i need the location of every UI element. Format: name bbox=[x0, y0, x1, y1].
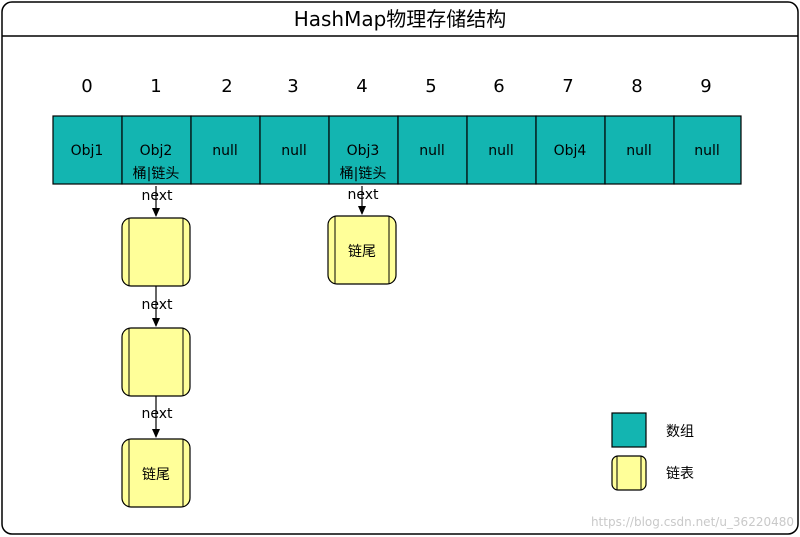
array-cell-0 bbox=[52, 115, 123, 185]
array-cell-3 bbox=[259, 115, 330, 185]
array-cell-4 bbox=[328, 115, 399, 185]
legend-array-label: 数组 bbox=[666, 424, 694, 440]
legend-list-label: 链表 bbox=[666, 466, 694, 482]
index-label: 9 bbox=[700, 76, 711, 97]
diagram-title: HashMap物理存储结构 bbox=[294, 7, 507, 31]
cell-label: null bbox=[488, 143, 514, 159]
list-node-tail: 链尾 bbox=[121, 438, 191, 508]
cell-label: Obj2 bbox=[140, 143, 173, 159]
array-row: Obj1 Obj2 桶|链头 null null Obj3 桶|链头 null … bbox=[52, 115, 742, 185]
chain-bucket-4: next 链尾 bbox=[327, 186, 397, 285]
legend-list-swatch bbox=[611, 455, 647, 491]
cell-label: null bbox=[281, 143, 307, 159]
next-label: next bbox=[141, 297, 173, 313]
list-node bbox=[121, 217, 191, 287]
array-cell-8 bbox=[604, 115, 675, 185]
next-label: next bbox=[141, 406, 173, 422]
array-cell-2 bbox=[190, 115, 261, 185]
array-cell-6 bbox=[466, 115, 537, 185]
cell-sublabel: 桶|链头 bbox=[340, 166, 387, 182]
index-label: 7 bbox=[562, 76, 573, 97]
cell-label: null bbox=[212, 143, 238, 159]
cell-label: Obj4 bbox=[554, 143, 587, 159]
chain-bucket-1: next next next 链尾 bbox=[121, 186, 191, 508]
node-label: 链尾 bbox=[142, 467, 170, 483]
cell-label: null bbox=[694, 143, 720, 159]
next-label: next bbox=[141, 188, 173, 204]
array-cell-9 bbox=[673, 115, 742, 185]
index-label: 0 bbox=[81, 76, 92, 97]
array-cell-1 bbox=[121, 115, 192, 185]
next-label: next bbox=[347, 187, 379, 203]
cell-label: Obj1 bbox=[71, 143, 104, 159]
index-label: 8 bbox=[631, 76, 642, 97]
index-label: 4 bbox=[356, 76, 367, 97]
cell-label: null bbox=[626, 143, 652, 159]
index-row: 0 1 2 3 4 5 6 7 8 9 bbox=[81, 76, 711, 97]
index-label: 3 bbox=[287, 76, 298, 97]
watermark: https://blog.csdn.net/u_36220480 bbox=[591, 515, 794, 529]
index-label: 6 bbox=[493, 76, 504, 97]
cell-label: null bbox=[419, 143, 445, 159]
cell-label: Obj3 bbox=[347, 143, 380, 159]
node-label: 链尾 bbox=[348, 244, 376, 260]
list-node bbox=[121, 327, 191, 397]
index-label: 5 bbox=[425, 76, 436, 97]
legend: 数组 链表 bbox=[611, 412, 694, 491]
list-node-tail: 链尾 bbox=[327, 215, 397, 285]
array-cell-7 bbox=[535, 115, 606, 185]
index-label: 2 bbox=[221, 76, 232, 97]
index-label: 1 bbox=[150, 76, 161, 97]
cell-sublabel: 桶|链头 bbox=[133, 166, 180, 182]
legend-array-swatch bbox=[611, 412, 647, 448]
